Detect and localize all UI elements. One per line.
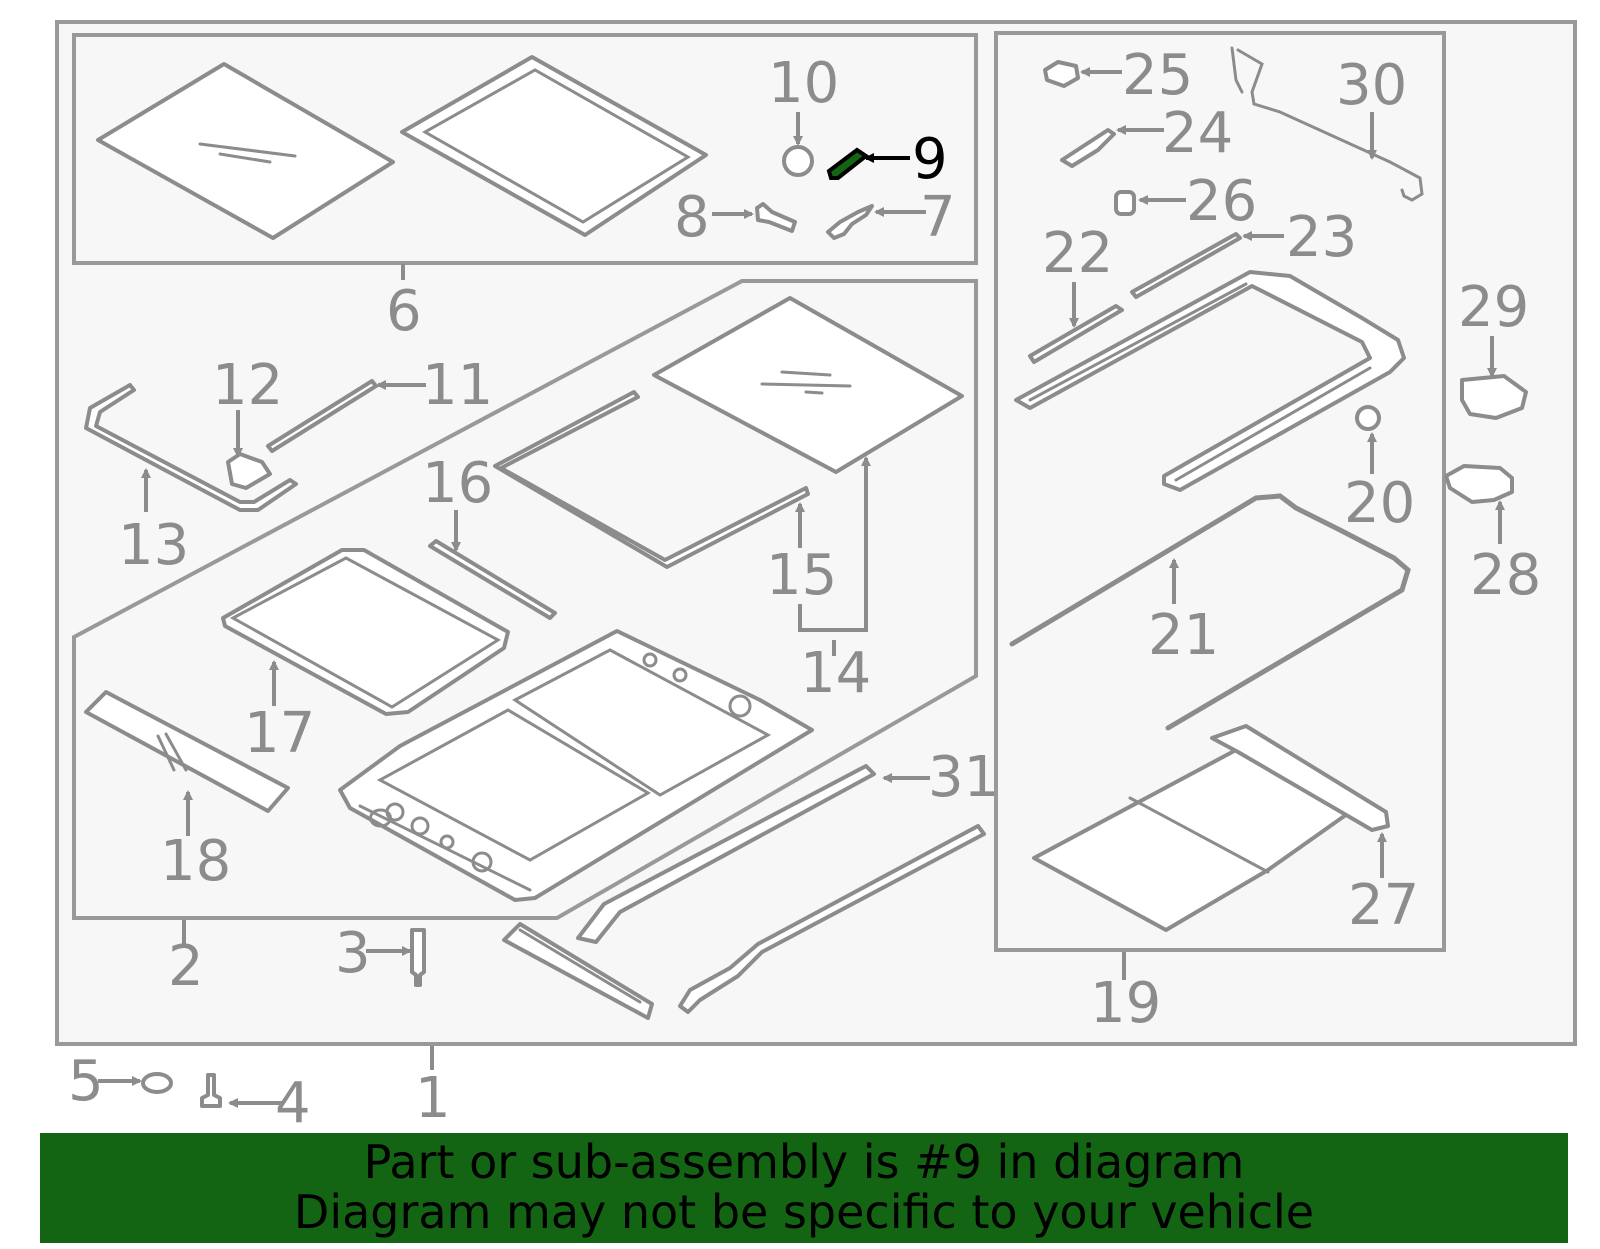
nut-5 <box>141 1072 173 1094</box>
panel-17 <box>221 548 510 716</box>
strip-16 <box>428 539 557 620</box>
callout-5: 5 <box>68 1049 104 1114</box>
front-rail <box>502 922 654 1020</box>
part-26 <box>1114 190 1136 216</box>
cable-21 <box>1009 493 1411 731</box>
part-9-highlighted <box>826 147 870 180</box>
callout-20: 20 <box>1344 471 1415 536</box>
callout-7: 7 <box>920 185 956 250</box>
callout-24: 24 <box>1162 101 1233 166</box>
bolt-4 <box>200 1073 222 1108</box>
parts-diagram: 1 2 3 4 5 6 7 8 9 10 11 12 13 14 15 16 1… <box>55 20 1577 1136</box>
callout-27: 27 <box>1348 873 1419 938</box>
callout-26: 26 <box>1186 169 1257 234</box>
callout-22: 22 <box>1042 221 1113 286</box>
motor-28 <box>1444 464 1514 504</box>
callout-1: 1 <box>415 1066 451 1131</box>
callout-15: 15 <box>766 543 837 608</box>
banner-line-part: Part or sub-assembly is #9 in diagram <box>363 1135 1245 1189</box>
sunroof-frame <box>1014 270 1406 492</box>
callout-10: 10 <box>768 51 839 116</box>
callout-28: 28 <box>1470 543 1541 608</box>
strip-22 <box>1028 304 1124 364</box>
callout-19: 19 <box>1090 971 1161 1036</box>
part-24 <box>1060 128 1116 168</box>
callout-23: 23 <box>1286 205 1357 270</box>
info-banner: Part or sub-assembly is #9 in diagram Di… <box>40 1133 1568 1243</box>
screw-8 <box>755 202 797 233</box>
callout-29: 29 <box>1458 275 1529 340</box>
sunroof-housing <box>338 629 814 902</box>
cable-30 <box>1236 48 1424 202</box>
callout-4: 4 <box>275 1071 311 1136</box>
deflector-18 <box>84 690 290 813</box>
frame-assembly-box-19 <box>994 31 1446 952</box>
callout-18: 18 <box>160 829 231 894</box>
callout-14: 14 <box>800 641 871 706</box>
seal-15 <box>493 390 810 569</box>
callout-2: 2 <box>168 934 204 999</box>
strip-23 <box>1130 232 1242 299</box>
callout-9: 9 <box>912 127 948 192</box>
motor-29 <box>1460 374 1528 420</box>
clip-7 <box>826 204 874 240</box>
drain-strip-31 <box>576 764 876 944</box>
callout-12: 12 <box>212 353 283 418</box>
callout-6: 6 <box>386 279 422 344</box>
callout-13: 13 <box>118 513 189 578</box>
callout-3: 3 <box>335 921 371 986</box>
callout-17: 17 <box>244 701 315 766</box>
callout-21: 21 <box>1148 603 1219 668</box>
callout-8: 8 <box>674 185 710 250</box>
banner-line-disclaimer: Diagram may not be specific to your vehi… <box>293 1185 1315 1239</box>
callout-16: 16 <box>422 451 493 516</box>
part-25 <box>1043 60 1080 88</box>
callout-11: 11 <box>422 353 493 418</box>
trim-13 <box>84 383 298 512</box>
sunshade-27 <box>1032 748 1352 932</box>
side-rail <box>678 824 986 1014</box>
grommet-10 <box>782 145 814 177</box>
callout-30: 30 <box>1336 53 1407 118</box>
part-20 <box>1355 405 1381 431</box>
callout-25: 25 <box>1122 43 1193 108</box>
pin-3 <box>410 928 426 987</box>
callout-31: 31 <box>928 745 999 810</box>
